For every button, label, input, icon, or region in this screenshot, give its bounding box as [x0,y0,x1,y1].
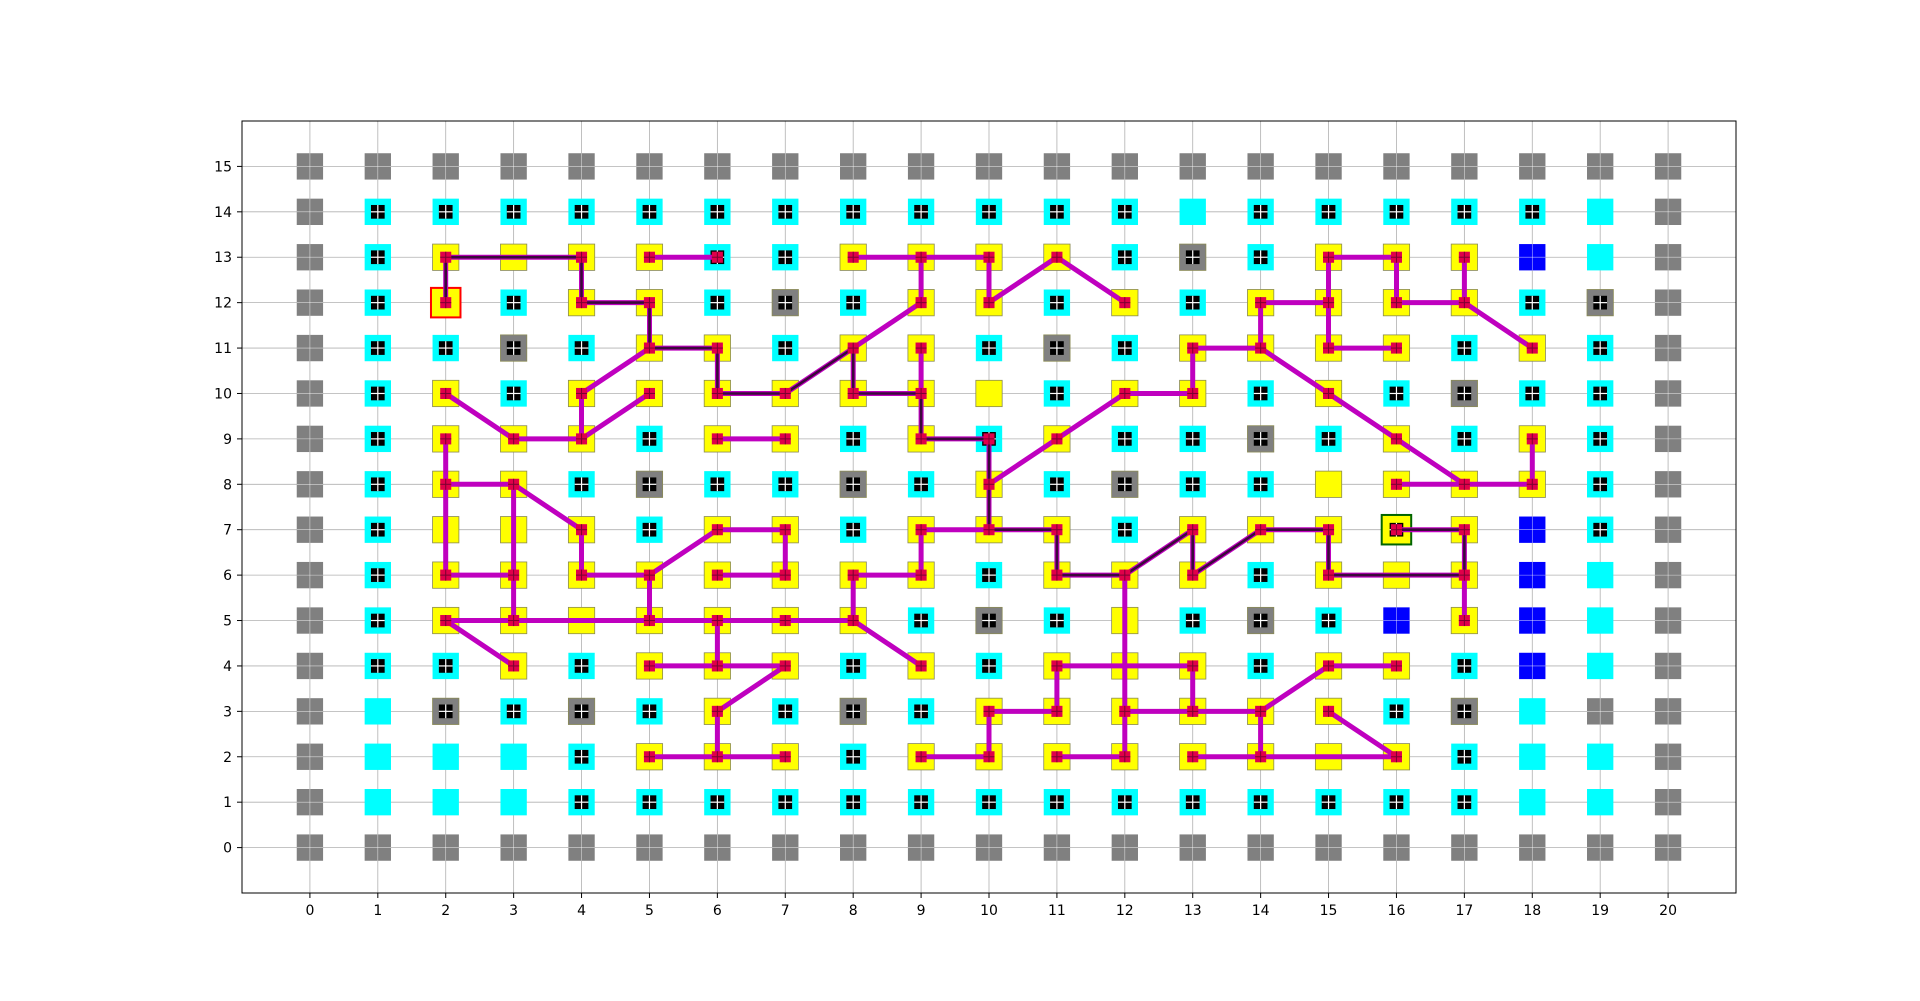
x-tick-label-8: 8 [849,903,858,919]
route-segment-18 [850,618,924,669]
open-cell-19-6 [1587,561,1614,589]
y-tick-label-3: 3 [223,704,232,720]
open-cell-1-2 [364,743,391,770]
open-cell-3-2 [500,743,527,770]
y-tick-label-15: 15 [214,159,232,175]
x-tick-label-6: 6 [713,903,722,919]
x-tick-label-13: 13 [1184,903,1202,919]
x-tick-label-7: 7 [781,903,790,919]
route-segment-22 [1190,663,1399,714]
open-cell-18-3 [1519,698,1546,725]
x-tick-label-9: 9 [917,903,926,919]
route-segment-4 [579,391,652,442]
x-tick-label-20: 20 [1659,903,1677,919]
obstacle-cell-19-12 [1586,289,1614,317]
x-tick-label-0: 0 [305,903,314,919]
y-tick-label-6: 6 [223,568,232,584]
cell-markers [296,153,1682,861]
y-tick-label-1: 1 [223,795,232,811]
open-cell-18-1 [1519,789,1546,816]
open-cell-19-5 [1587,607,1614,634]
open-cell-2-2 [432,743,459,770]
y-tick-label-8: 8 [223,477,232,493]
route-segment-9 [1326,254,1535,351]
x-tick-label-10: 10 [980,903,998,919]
y-tick-label-14: 14 [214,205,232,221]
y-tick-label-10: 10 [214,386,232,402]
y-tick-label-13: 13 [214,250,232,266]
y-tick-label-4: 4 [223,659,232,675]
x-tick-label-4: 4 [577,903,586,919]
open-cell-3-1 [500,789,527,816]
y-tick-label-5: 5 [223,614,232,630]
x-tick-label-19: 19 [1591,903,1609,919]
x-tick-label-1: 1 [373,903,382,919]
x-tick-label-3: 3 [509,903,518,919]
open-cell-19-1 [1587,789,1614,816]
open-cell-19-14 [1587,198,1614,225]
y-tick-label-2: 2 [223,750,232,766]
path-cell-15-8 [1314,470,1343,498]
x-tick-label-15: 15 [1320,903,1338,919]
y-tick-label-11: 11 [214,341,232,357]
x-tick-label-12: 12 [1116,903,1134,919]
open-cell-2-1 [432,789,459,816]
y-tick-label-0: 0 [223,841,232,857]
open-cell-19-4 [1587,652,1614,680]
x-tick-label-18: 18 [1523,903,1541,919]
x-tick-label-2: 2 [441,903,450,919]
open-cell-13-14 [1179,198,1206,225]
open-cell-19-2 [1587,743,1614,770]
route-segment-19 [647,618,788,760]
x-tick-label-16: 16 [1388,903,1406,919]
x-tick-label-5: 5 [645,903,654,919]
x-tick-label-17: 17 [1455,903,1473,919]
open-cell-1-3 [364,698,391,725]
highlight-segment-0 [444,255,1466,577]
open-cell-1-1 [364,789,391,816]
route-segment-8 [986,300,1399,487]
highlight-route [444,255,1466,577]
path-cell-10-10 [975,379,1003,408]
open-cell-18-2 [1519,743,1546,770]
y-tick-label-9: 9 [223,432,232,448]
y-tick-label-12: 12 [214,296,232,312]
obstacle-cell-10-5 [975,606,1003,635]
x-tick-label-11: 11 [1048,903,1066,919]
open-cell-19-13 [1587,244,1614,271]
route-segment-11 [1258,345,1535,487]
x-tick-label-14: 14 [1252,903,1270,919]
route-node-markers [440,251,1538,763]
y-tick-label-7: 7 [223,523,232,539]
